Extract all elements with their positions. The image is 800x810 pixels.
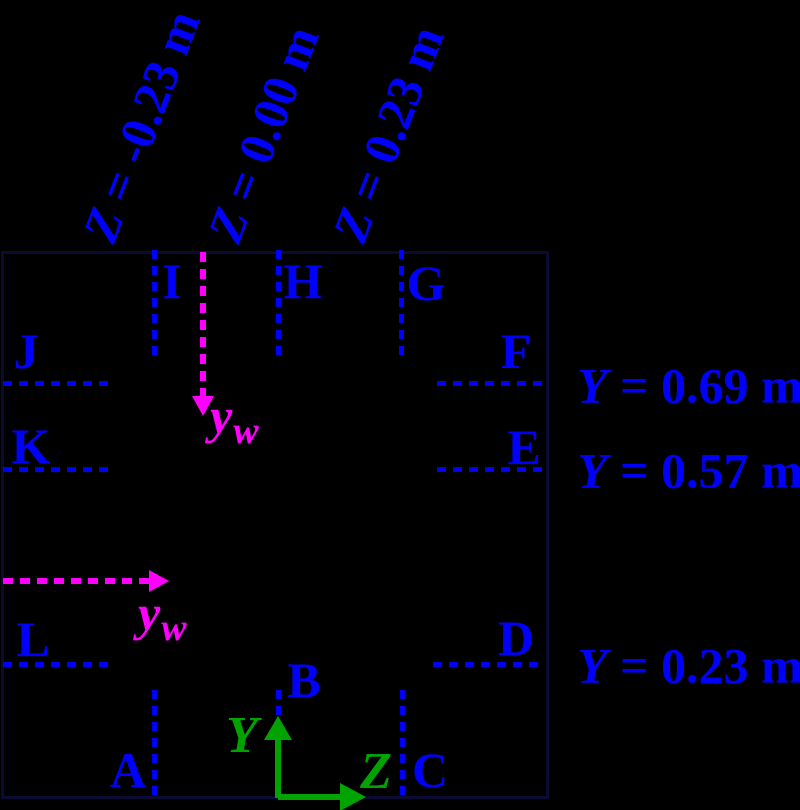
- probe-label-b: B: [287, 652, 321, 708]
- probe-label-f: F: [500, 323, 532, 379]
- probe-label-e: E: [507, 419, 541, 475]
- world-y-axis-shaft: [275, 738, 281, 798]
- probe-line-i: [152, 250, 157, 358]
- probe-line-d: [433, 662, 545, 667]
- probe-line-h: [276, 250, 281, 358]
- probe-label-j: J: [13, 323, 39, 379]
- probe-label-k: K: [11, 418, 51, 474]
- world-y-axis-label: Y: [226, 707, 258, 764]
- world-z-axis-shaft: [278, 794, 342, 800]
- probe-line-k: [3, 467, 111, 472]
- yw-base: y: [210, 388, 233, 444]
- probe-line-e: [437, 467, 546, 472]
- z-value: = 0.00 m: [207, 18, 330, 221]
- probe-line-g: [399, 250, 404, 358]
- probe-label-c: C: [411, 742, 449, 798]
- probe-line-a: [152, 690, 157, 796]
- z-value: = -0.23 m: [82, 2, 211, 221]
- probe-label-g: G: [406, 255, 446, 311]
- probe-line-l: [3, 662, 109, 667]
- arrowhead-right-icon: [149, 570, 169, 592]
- y-position-label-2: Y = 0.57 m: [577, 442, 800, 499]
- probe-label-l: L: [16, 611, 50, 667]
- z-position-label-1: Z = -0.23 m: [72, 2, 211, 249]
- z-position-label-3: Z = 0.23 m: [322, 18, 455, 249]
- y-value: = 0.57 m: [607, 442, 800, 499]
- probe-label-d: D: [497, 610, 535, 666]
- yw-subscript: w: [233, 410, 259, 452]
- z-position-label-2: Z = 0.00 m: [197, 18, 330, 249]
- yw-axis-label-left: yw: [138, 585, 187, 647]
- arrowhead-right-icon: [340, 783, 366, 810]
- world-z-axis-label: Z: [360, 743, 392, 800]
- probe-label-i: I: [162, 253, 182, 309]
- y-value: = 0.69 m: [607, 357, 800, 414]
- y-symbol: Y: [577, 637, 608, 694]
- yw-axis-label-top: yw: [210, 388, 259, 450]
- yw-axis-line-down: [200, 252, 206, 398]
- yw-base: y: [138, 585, 161, 641]
- z-value: = 0.23 m: [332, 18, 455, 221]
- probe-line-f: [437, 381, 546, 386]
- y-symbol: Y: [577, 442, 608, 499]
- y-position-label-1: Y = 0.69 m: [577, 357, 800, 414]
- probe-line-j: [3, 381, 111, 386]
- probe-label-a: A: [109, 742, 147, 798]
- y-value: = 0.23 m: [607, 637, 800, 694]
- probe-label-h: H: [283, 253, 323, 309]
- yw-axis-line-right: [3, 578, 150, 584]
- y-symbol: Y: [577, 357, 608, 414]
- yw-subscript: w: [161, 607, 187, 649]
- arrowhead-up-icon: [264, 716, 292, 740]
- y-position-label-3: Y = 0.23 m: [577, 637, 800, 694]
- probe-line-c: [400, 690, 405, 796]
- arrowhead-down-icon: [192, 396, 214, 416]
